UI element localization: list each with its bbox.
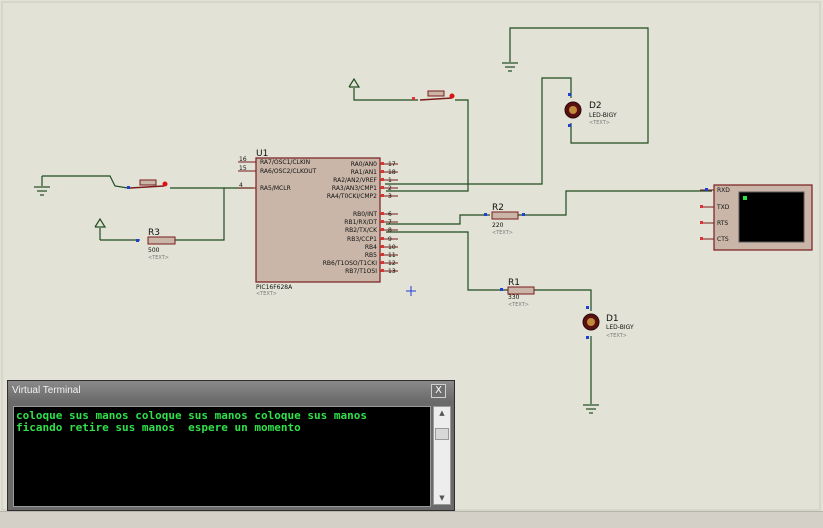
mcu-part: PIC16F628A bbox=[256, 284, 293, 291]
power-symbols bbox=[94, 77, 361, 228]
virtual-terminal-titlebar[interactable]: Virtual Terminal X bbox=[8, 381, 454, 401]
scroll-up-icon[interactable]: ▲ bbox=[439, 409, 445, 417]
mcu-pin-marker bbox=[381, 253, 384, 256]
r1-ref: R1 bbox=[508, 278, 520, 288]
mcu-pin-marker bbox=[381, 220, 384, 223]
mcu-pin-name: RA1/AN1 bbox=[351, 169, 377, 176]
close-button[interactable]: X bbox=[431, 384, 446, 398]
mcu-pin-name: RB4 bbox=[365, 244, 377, 251]
push-button-left[interactable] bbox=[127, 179, 168, 189]
mcu-pin-marker bbox=[381, 178, 384, 181]
r2-value: 220 bbox=[492, 222, 504, 229]
mcu-pin-marker bbox=[381, 228, 384, 231]
mcu-pin-marker bbox=[381, 186, 384, 189]
terminal-line: ficando retire sus manos espere un momen… bbox=[16, 421, 301, 434]
r1-value: 330 bbox=[508, 294, 520, 301]
mcu-ref: U1 bbox=[256, 149, 268, 159]
mcu-pin-number: 15 bbox=[239, 165, 247, 172]
mcu-pin-name: RA2/AN2/VREF bbox=[333, 177, 377, 184]
mcu-pin-name: RB1/RX/DT bbox=[344, 219, 377, 226]
mcu-pin-name: RB0/INT bbox=[353, 211, 377, 218]
terminal-pin-label: RXD bbox=[717, 187, 730, 194]
mcu-pin-number: 18 bbox=[388, 169, 396, 176]
mcu-pin-marker bbox=[381, 162, 384, 165]
r3-ref: R3 bbox=[148, 228, 160, 238]
mcu-pin-name: RB3/CCP1 bbox=[347, 236, 377, 243]
mcu-pin-marker bbox=[381, 237, 384, 240]
ground-symbols bbox=[34, 62, 599, 414]
terminal-pin-marker bbox=[700, 221, 703, 224]
terminal-pin-label: TXD bbox=[716, 204, 730, 211]
mcu-pin-name: RB5 bbox=[365, 252, 377, 259]
virtual-terminal-title: Virtual Terminal bbox=[12, 385, 81, 396]
terminal-pin-marker bbox=[700, 237, 703, 240]
mcu-pin-name: RA3/AN3/CMP1 bbox=[332, 185, 377, 192]
mcu-pin-name: RB6/T1OSO/T1CKI bbox=[323, 260, 377, 267]
mcu-pin-number: 6 bbox=[388, 211, 392, 218]
crosshair-cursor-icon bbox=[406, 286, 416, 296]
d1-text: <TEXT> bbox=[606, 333, 627, 339]
terminal-pins: RXD TXD RTS CTS bbox=[700, 187, 730, 243]
mcu-pin-number: 11 bbox=[388, 252, 396, 259]
d2-part: LED-BIGY bbox=[589, 112, 617, 119]
resistor-r1[interactable]: R1 330 <TEXT> bbox=[500, 278, 535, 308]
mcu-pin-marker bbox=[381, 212, 384, 215]
mcu-pin-number: 2 bbox=[388, 185, 392, 192]
r2-text: <TEXT> bbox=[492, 230, 513, 236]
scroll-thumb[interactable] bbox=[435, 428, 449, 440]
mcu-pin-name: RB2/TX/CK bbox=[345, 227, 378, 234]
resistor-r2[interactable]: R2 220 <TEXT> bbox=[484, 203, 525, 236]
terminal-pin-label: CTS bbox=[717, 236, 729, 243]
mcu-pin-name: RA5/MCLR bbox=[260, 185, 291, 192]
terminal-line: coloque sus manos coloque sus manos colo… bbox=[16, 409, 367, 422]
mcu-pin-name: RA6/OSC2/CLKOUT bbox=[260, 168, 317, 175]
scroll-down-icon[interactable]: ▼ bbox=[439, 494, 445, 502]
mcu-pin-number: 8 bbox=[388, 227, 392, 234]
mcu-pin-number: 7 bbox=[388, 219, 392, 226]
terminal-pin-marker bbox=[705, 188, 708, 191]
d1-part: LED-BIGY bbox=[606, 324, 634, 331]
wires bbox=[41, 27, 712, 404]
mcu-pin-marker bbox=[381, 261, 384, 264]
mcu-pin-name: RA0/AN0 bbox=[351, 161, 377, 168]
vertical-scrollbar[interactable]: ▲ ▼ bbox=[433, 406, 451, 505]
terminal-pin-marker bbox=[700, 205, 703, 208]
terminal-pin-label: RTS bbox=[717, 220, 728, 227]
mcu-pin-number: 13 bbox=[388, 268, 396, 275]
mcu-text: <TEXT> bbox=[256, 291, 277, 297]
terminal-output[interactable]: coloque sus manos coloque sus manos colo… bbox=[13, 406, 431, 507]
push-button-top[interactable] bbox=[412, 90, 455, 101]
mcu-pin-marker bbox=[381, 245, 384, 248]
d2-text: <TEXT> bbox=[589, 120, 610, 126]
r3-value: 500 bbox=[148, 247, 160, 254]
mcu-pin-name: RA7/OSC1/CLKIN bbox=[260, 159, 310, 166]
mcu-pin-number: 17 bbox=[388, 161, 396, 168]
mcu-pin-marker bbox=[381, 170, 384, 173]
mcu-pin-name: RA4/T0CKI/CMP2 bbox=[327, 193, 377, 200]
mcu-pin-number: 12 bbox=[388, 260, 396, 267]
r2-ref: R2 bbox=[492, 203, 504, 213]
r3-text: <TEXT> bbox=[148, 255, 169, 261]
mcu-pin-number: 4 bbox=[239, 182, 243, 189]
virtual-terminal-window[interactable]: Virtual Terminal X coloque sus manos col… bbox=[7, 380, 455, 511]
mcu-pin-marker bbox=[381, 269, 384, 272]
horizontal-scrollbar[interactable] bbox=[0, 511, 823, 528]
mcu-pin-number: 1 bbox=[388, 177, 392, 184]
mcu-pin-number: 16 bbox=[239, 156, 247, 163]
d1-ref: D1 bbox=[606, 314, 619, 324]
mcu-pin-number: 10 bbox=[388, 244, 396, 251]
r1-text: <TEXT> bbox=[508, 302, 529, 308]
d2-ref: D2 bbox=[589, 101, 602, 111]
mcu-pin-number: 9 bbox=[388, 236, 392, 243]
mcu-pin-number: 3 bbox=[388, 193, 392, 200]
led-d2[interactable]: D2 LED-BIGY <TEXT> bbox=[564, 93, 617, 127]
led-d1[interactable]: D1 LED-BIGY <TEXT> bbox=[582, 306, 634, 339]
mcu-pin-marker bbox=[381, 194, 384, 197]
mcu-pin-name: RB7/T1OSI bbox=[345, 268, 377, 275]
virtual-terminal-symbol[interactable]: RXD TXD RTS CTS bbox=[700, 184, 813, 251]
resistor-r3[interactable]: R3 500 <TEXT> bbox=[136, 228, 176, 261]
